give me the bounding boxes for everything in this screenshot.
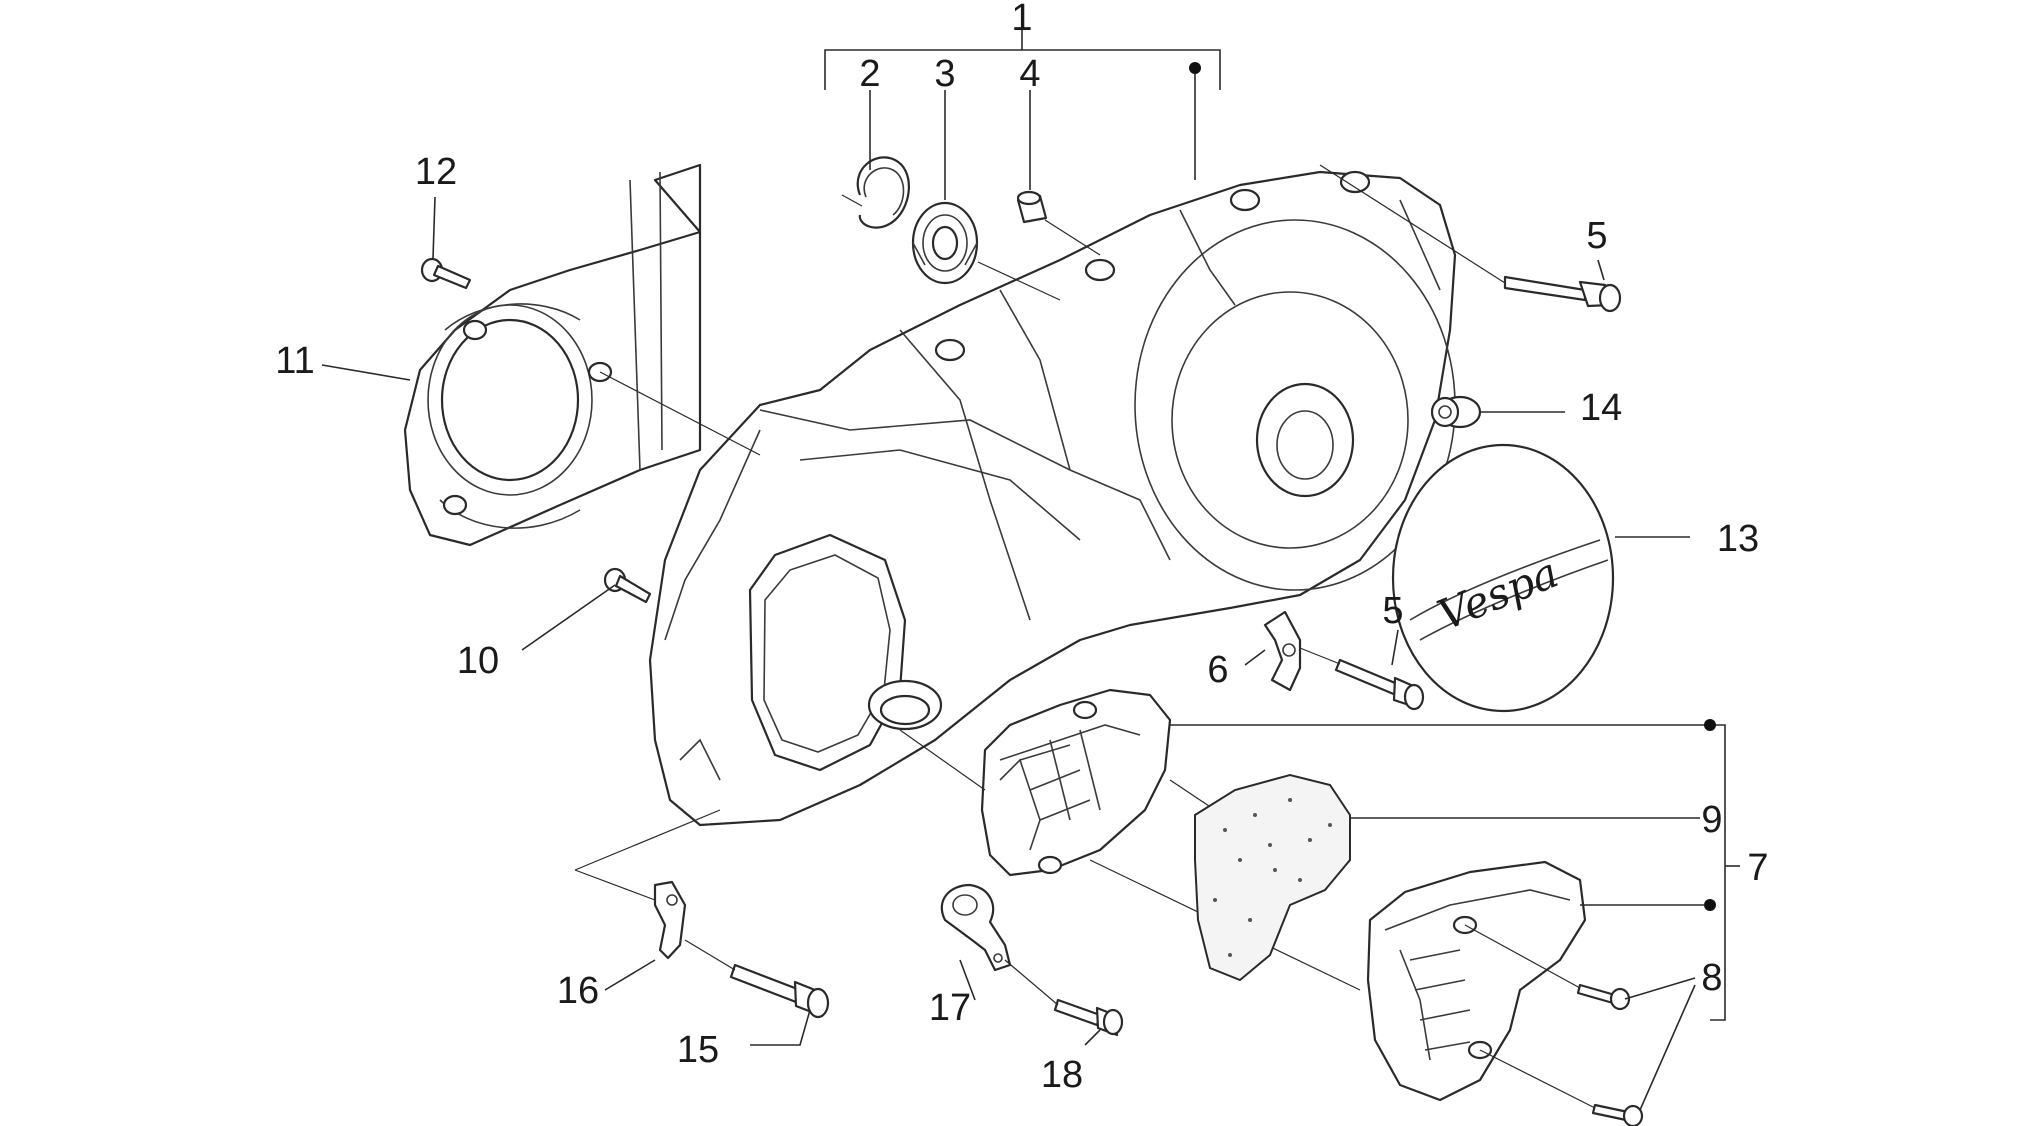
label-2: 2 bbox=[859, 53, 880, 95]
bracket-part-7 bbox=[1170, 719, 1740, 1021]
label-4: 4 bbox=[1019, 53, 1040, 95]
bolt-lower[interactable] bbox=[1334, 658, 1425, 711]
heat-shield[interactable] bbox=[403, 163, 702, 547]
rubber-grommet[interactable] bbox=[1430, 395, 1482, 429]
vespa-logo-cover[interactable]: Vespa bbox=[1391, 443, 1615, 713]
air-filter-cover[interactable] bbox=[1366, 860, 1587, 1102]
label-8: 8 bbox=[1701, 957, 1722, 999]
pipe-clamp-17[interactable] bbox=[940, 883, 1012, 972]
bracket-16[interactable] bbox=[653, 880, 687, 960]
label-16: 16 bbox=[557, 970, 599, 1012]
clamp-6[interactable] bbox=[1263, 610, 1302, 692]
label-5-lower: 5 bbox=[1382, 590, 1403, 632]
label-17: 17 bbox=[929, 987, 971, 1029]
screw-8-lower[interactable] bbox=[1591, 1103, 1644, 1126]
label-5-upper: 5 bbox=[1586, 215, 1607, 257]
bracket-part-1 bbox=[824, 30, 1221, 180]
label-6: 6 bbox=[1207, 649, 1228, 691]
foam-filter-element[interactable] bbox=[1194, 773, 1351, 982]
label-13: 13 bbox=[1717, 518, 1759, 560]
transmission-cover[interactable] bbox=[648, 170, 1457, 827]
bolt-18[interactable] bbox=[1053, 998, 1124, 1037]
bearing[interactable] bbox=[911, 201, 979, 285]
label-11: 11 bbox=[275, 340, 314, 382]
dowel-pin[interactable] bbox=[1016, 190, 1048, 224]
callout-labels: 1 2 3 4 5 5 6 7 8 9 10 11 12 13 14 15 16… bbox=[275, 0, 1768, 1096]
bolt-15[interactable] bbox=[729, 963, 830, 1019]
label-1: 1 bbox=[1011, 0, 1032, 39]
label-7: 7 bbox=[1747, 847, 1768, 889]
screw-10[interactable] bbox=[603, 567, 652, 604]
circlip[interactable] bbox=[856, 156, 910, 229]
screw-12[interactable] bbox=[420, 257, 472, 290]
label-9: 9 bbox=[1701, 799, 1722, 841]
air-filter-base[interactable] bbox=[980, 688, 1172, 877]
label-15: 15 bbox=[677, 1029, 719, 1071]
label-3: 3 bbox=[934, 53, 955, 95]
label-12: 12 bbox=[415, 151, 457, 193]
label-18: 18 bbox=[1041, 1054, 1083, 1096]
label-10: 10 bbox=[457, 640, 499, 682]
leader-lines bbox=[321, 90, 1700, 1111]
label-14: 14 bbox=[1580, 387, 1622, 429]
bolt-upper[interactable] bbox=[1503, 275, 1622, 313]
screw-8-upper[interactable] bbox=[1576, 983, 1631, 1011]
